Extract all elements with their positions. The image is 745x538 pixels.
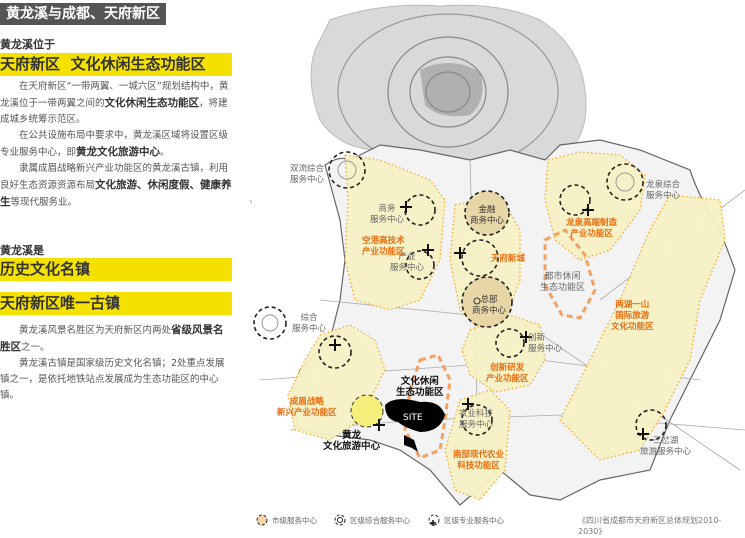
pro-center-sancha bbox=[635, 409, 667, 441]
label-nanbu: 南部现代农业 科技功能区 bbox=[453, 450, 505, 471]
district-center-zonghe bbox=[253, 306, 287, 340]
label-shuangliu: 双流综合 服务中心 bbox=[290, 164, 325, 185]
label-zonghe: 综合 服务中心 bbox=[292, 313, 327, 334]
district-professional-center-icon bbox=[428, 514, 440, 526]
district-comprehensive-center-icon bbox=[334, 514, 346, 526]
paragraph: 隶属成眉战略新兴产业功能区的黄龙溪古镇，利用良好生态资源资源布局文化旅游、休闲度… bbox=[0, 163, 232, 208]
page-title: 黄龙溪与成都、天府新区 bbox=[0, 3, 166, 25]
label-nongye: 农业科技 服务中心 bbox=[459, 409, 494, 430]
label-dushi: 都市休闲 生态功能区 bbox=[540, 272, 586, 293]
pro-center-chengmei bbox=[318, 335, 352, 369]
section2-subtitle: 黄龙溪是 bbox=[0, 244, 44, 257]
label-chuangxin-zone: 创新研发 产业功能区 bbox=[486, 363, 529, 384]
connector-line bbox=[250, 199, 253, 204]
paragraph: 在天府新区“一带两翼、一城六区”规划结构中，黄龙溪位于一带两翼之间的文化休闲生态… bbox=[0, 81, 229, 125]
pro-center-chanye bbox=[405, 250, 435, 280]
label-huanglong: 黄龙 文化旅游中心 bbox=[323, 430, 381, 452]
legend-item-city: 市级服务中心 bbox=[256, 514, 317, 526]
label-wenhua: 文化休闲 生态功能区 bbox=[396, 376, 444, 398]
pro-center-tianfu bbox=[461, 239, 499, 277]
legend-item-district: 区级综合服务中心 bbox=[334, 514, 410, 526]
city-center-zongbu bbox=[461, 276, 513, 328]
label-chanye: 产业 服务中心 bbox=[390, 252, 425, 273]
site-area bbox=[385, 399, 445, 432]
district-center-longquan bbox=[606, 163, 644, 201]
section1-body: 在天府新区“一带两翼、一城六区”规划结构中，黄龙溪位于一带两翼之间的文化休闲生态… bbox=[0, 79, 232, 211]
label-konggang: 空港高技术 产业功能区 bbox=[362, 236, 405, 257]
district-center-shuangliu bbox=[328, 151, 366, 189]
inner-rings bbox=[261, 160, 635, 332]
section1-highlight: 天府新区 文化休闲生态功能区 bbox=[0, 53, 232, 76]
service-centers bbox=[253, 151, 667, 441]
lianghu-zone bbox=[559, 194, 726, 461]
label-tianfu: 天府新城 bbox=[491, 254, 526, 264]
huanglong-center bbox=[350, 394, 384, 428]
label-chengmei: 成眉战略 新兴产业功能区 bbox=[277, 397, 337, 418]
label-jinrong: 金融 商务中心 bbox=[470, 205, 505, 226]
label-longquan-center: 龙泉综合 服务中心 bbox=[646, 180, 681, 201]
city-service-center-icon bbox=[256, 514, 268, 526]
legend-item-professional: 区级专业服务中心 bbox=[428, 514, 504, 526]
longquan-zone bbox=[544, 151, 646, 261]
paragraph: 在公共设施布局中要求中，黄龙溪区域将设置区级专业服务中心，即黄龙文化旅游中心。 bbox=[0, 130, 229, 158]
nanbu-zone bbox=[444, 389, 511, 501]
label-shangwu: 商务 服务中心 bbox=[370, 204, 405, 225]
konggang-zone bbox=[344, 154, 446, 311]
chuangxin-zone bbox=[461, 314, 546, 393]
paragraph: 黄龙溪风景名胜区为天府新区内两处省级风景名胜区之一。 bbox=[0, 324, 224, 353]
planning-map bbox=[250, 4, 745, 506]
pro-center-longquan bbox=[559, 184, 591, 216]
paragraph: 黄龙溪古镇是国家级历史文化名镇；2处重点发展镇之一，是依托地铁站点发展成为生态功… bbox=[0, 358, 225, 401]
label-chuangxin-center: 创新 服务中心 bbox=[528, 333, 563, 354]
label-site: SITE bbox=[403, 413, 423, 423]
label-lianghu: 两湖一山 国际旅游 文化功能区 bbox=[611, 300, 654, 332]
section1-subtitle: 黄龙溪位于 bbox=[0, 38, 55, 51]
pro-center-nongye bbox=[461, 404, 493, 436]
pro-center-chuangxin bbox=[495, 328, 525, 358]
pro-center-shangwu bbox=[404, 194, 436, 226]
section2-highlight-1: 历史文化名镇 bbox=[0, 258, 232, 281]
source-citation: 《四川省成都市天府新区总体规划2010-2030》 bbox=[578, 516, 722, 536]
arrow-icon bbox=[404, 435, 418, 452]
section2-body: 黄龙溪风景名胜区为天府新区内两处省级风景名胜区之一。 黄龙溪古镇是国家级历史文化… bbox=[0, 322, 232, 404]
urban-center bbox=[420, 62, 483, 117]
label-zongbu: 总部 商务中心 bbox=[472, 295, 507, 316]
label-longquan-zone: 龙泉高端制造 产业功能区 bbox=[566, 218, 618, 239]
section2-highlight-2: 天府新区唯一古镇 bbox=[0, 292, 232, 315]
city-center-jinrong bbox=[464, 190, 510, 236]
label-sancha: 三岔湖 旅游服务中心 bbox=[640, 436, 692, 457]
plus-markers bbox=[329, 201, 649, 440]
